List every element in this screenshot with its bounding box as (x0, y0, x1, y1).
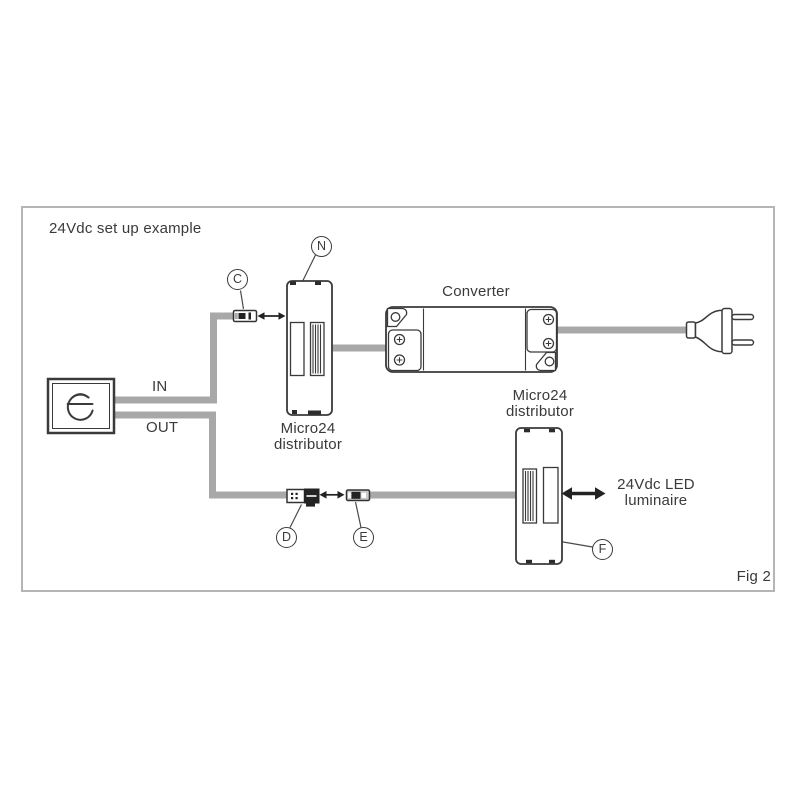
cable-in (112, 312, 235, 404)
callout-f: F (592, 539, 613, 560)
out-label: OUT (146, 419, 179, 436)
double-arrow-luminaire-icon (561, 487, 606, 500)
plug-sleeve (685, 321, 697, 339)
callout-d: D (276, 527, 297, 548)
callout-line-e (354, 501, 362, 528)
in-label: IN (152, 378, 168, 395)
converter-screws-left (393, 333, 406, 366)
micro24-distributor-2 (515, 427, 563, 565)
converter-label: Converter (442, 283, 510, 300)
cables (112, 312, 690, 499)
callout-e: E (353, 527, 374, 548)
distributor2-body (515, 427, 563, 565)
diagram-title: 24Vdc set up example (49, 220, 202, 237)
plug-pin-bottom (731, 339, 755, 346)
plug-face (721, 307, 733, 355)
callout-line-c (239, 290, 245, 310)
converter-hole-tl (390, 312, 401, 322)
plug-pin-top (731, 313, 755, 321)
callout-c: C (227, 269, 248, 290)
switch-outer-box (46, 377, 116, 435)
wall-switch (46, 377, 116, 435)
converter (385, 306, 558, 373)
converter-endcap-lines (422, 308, 527, 371)
distributor1-body (286, 280, 333, 416)
luminaire-label: 24Vdc LED luminaire (617, 476, 695, 509)
distributor2-vent-stripes (524, 471, 534, 521)
converter-panel-left (387, 329, 422, 372)
fig-label: Fig 2 (736, 568, 771, 585)
connector-e (345, 489, 371, 502)
distributor2-slot (542, 466, 559, 524)
distributor2-label: Micro24 distributor (505, 387, 575, 420)
double-arrow-c-to-distributor-icon (257, 312, 286, 320)
micro24-distributor-1 (286, 280, 333, 416)
cable-out (112, 411, 288, 499)
converter-hole-br (544, 356, 555, 367)
callout-line-d (289, 504, 303, 528)
callout-n: N (311, 236, 332, 257)
distributor2-tabs (524, 428, 555, 564)
plug-grip (694, 309, 724, 353)
double-arrow-d-to-e-icon (319, 491, 345, 499)
switch-icon (66, 393, 94, 421)
distributor1-slot (289, 321, 305, 377)
distributor1-label: Micro24 distributor (273, 420, 343, 453)
switch-inner-box (52, 383, 110, 429)
mains-plug (685, 307, 755, 355)
diagram-frame (21, 206, 775, 592)
distributor1-tabs (290, 281, 321, 415)
distributor1-vent-stripes (312, 324, 322, 374)
converter-screws-right (542, 313, 555, 350)
connector-d (286, 488, 320, 507)
connector-c (232, 309, 258, 323)
